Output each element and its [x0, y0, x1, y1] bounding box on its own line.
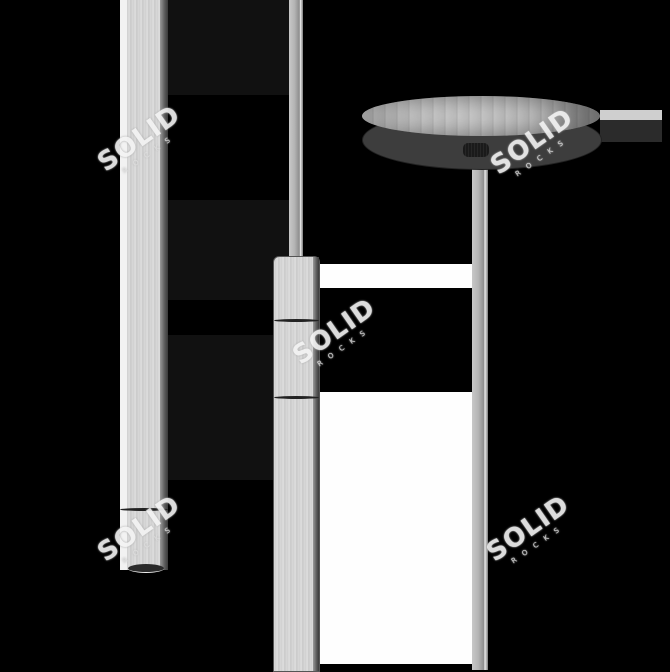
background-band-dark-gray [600, 120, 662, 142]
background-band-light [318, 392, 472, 664]
tube-ring [120, 508, 168, 511]
tube-shadow [160, 0, 168, 570]
middle-suspension-rod [289, 0, 303, 258]
left-pendant-tube [120, 0, 168, 573]
background-band-light [318, 264, 472, 288]
canopy-side-ribbed [362, 96, 600, 136]
tube-highlight [120, 0, 127, 570]
tube-ring-lower [274, 396, 319, 399]
background-band-dark [168, 200, 290, 300]
tube-ring-upper [274, 319, 319, 322]
watermark: SOLID ROCKS [481, 489, 576, 568]
canopy-cord-grip [463, 143, 489, 157]
right-suspension-cord [472, 150, 488, 670]
middle-pendant-tube [273, 256, 320, 672]
background-band-dark [168, 335, 273, 480]
background-band-dark [168, 0, 290, 95]
tube-bottom-opening [128, 564, 164, 573]
tube-shadow [313, 257, 319, 671]
